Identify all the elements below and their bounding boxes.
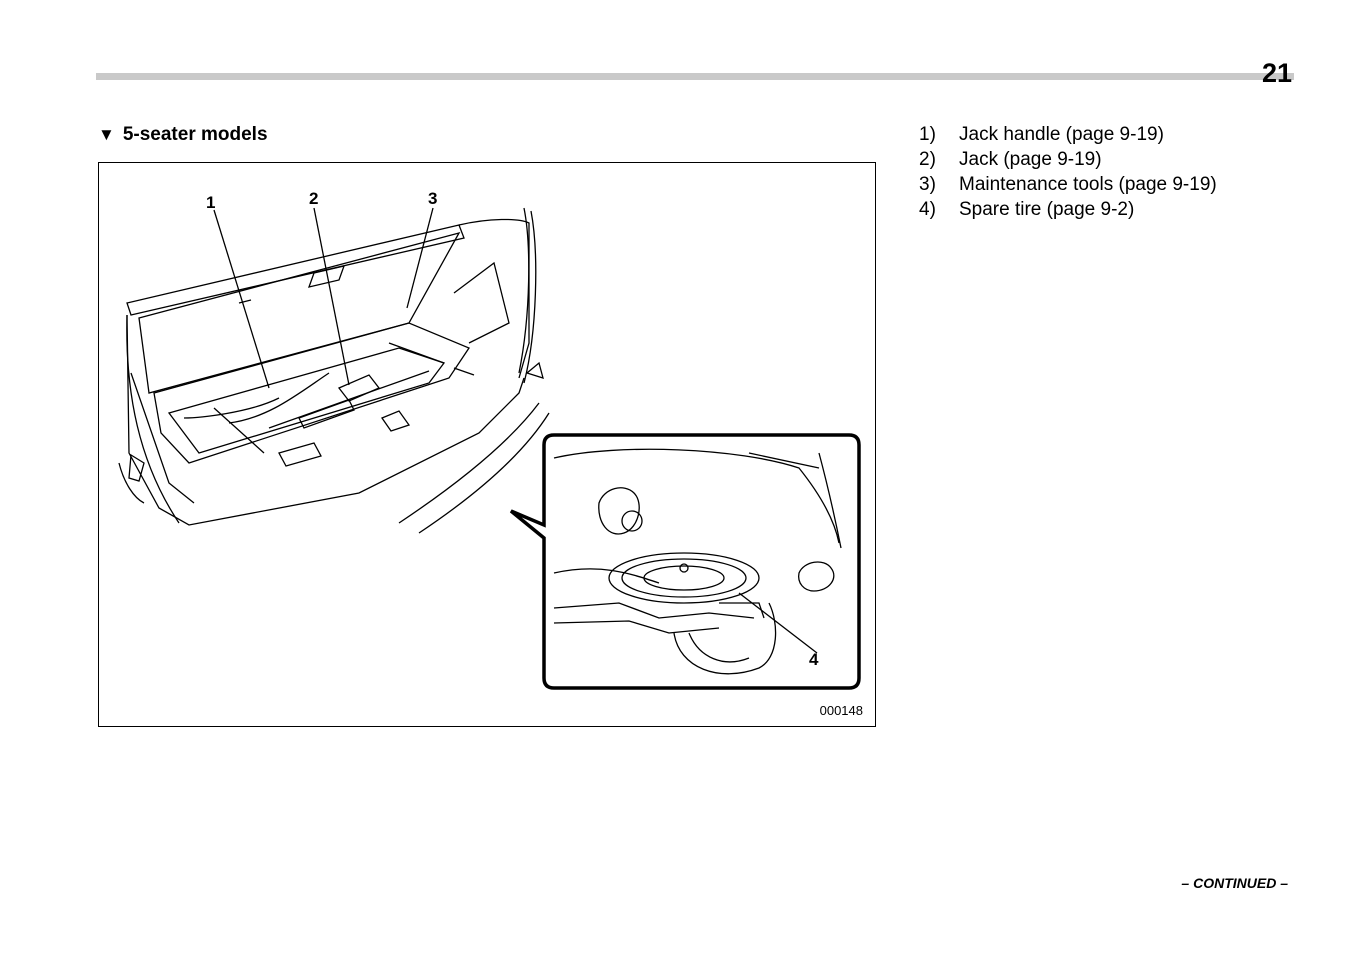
legend-item: 2) Jack (page 9-19) [919,147,1217,172]
figure-trunk-illustration: 1 2 3 4 000148 [98,162,876,727]
triangle-marker-icon: ▼ [98,125,115,144]
callout-2: 2 [309,189,319,208]
legend-text: Spare tire (page 9-2) [959,199,1135,220]
legend-number: 4) [919,199,936,220]
callout-1: 1 [206,193,216,212]
figure-code: 000148 [819,703,863,718]
legend-text: Jack handle (page 9-19) [959,124,1164,145]
legend-text: Maintenance tools (page 9-19) [959,174,1217,195]
legend-item: 3) Maintenance tools (page 9-19) [919,172,1217,197]
callout-3: 3 [428,189,438,208]
trunk-line-drawing [118,207,861,690]
legend-text: Jack (page 9-19) [959,149,1102,170]
section-title: 5-seater models [122,124,268,145]
legend-item: 4) Spare tire (page 9-2) [919,197,1217,222]
legend-list: 1) Jack handle (page 9-19) 2) Jack (page… [919,122,1217,222]
header-rule [96,73,1294,80]
section-heading: ▼ 5-seater models [98,124,268,146]
legend-item: 1) Jack handle (page 9-19) [919,122,1217,147]
continued-label: – CONTINUED – [1181,875,1288,891]
legend-number: 1) [919,124,936,145]
page-number: 21 [1261,58,1292,88]
legend-number: 3) [919,174,936,195]
callout-4: 4 [809,650,819,669]
legend-number: 2) [919,149,936,170]
